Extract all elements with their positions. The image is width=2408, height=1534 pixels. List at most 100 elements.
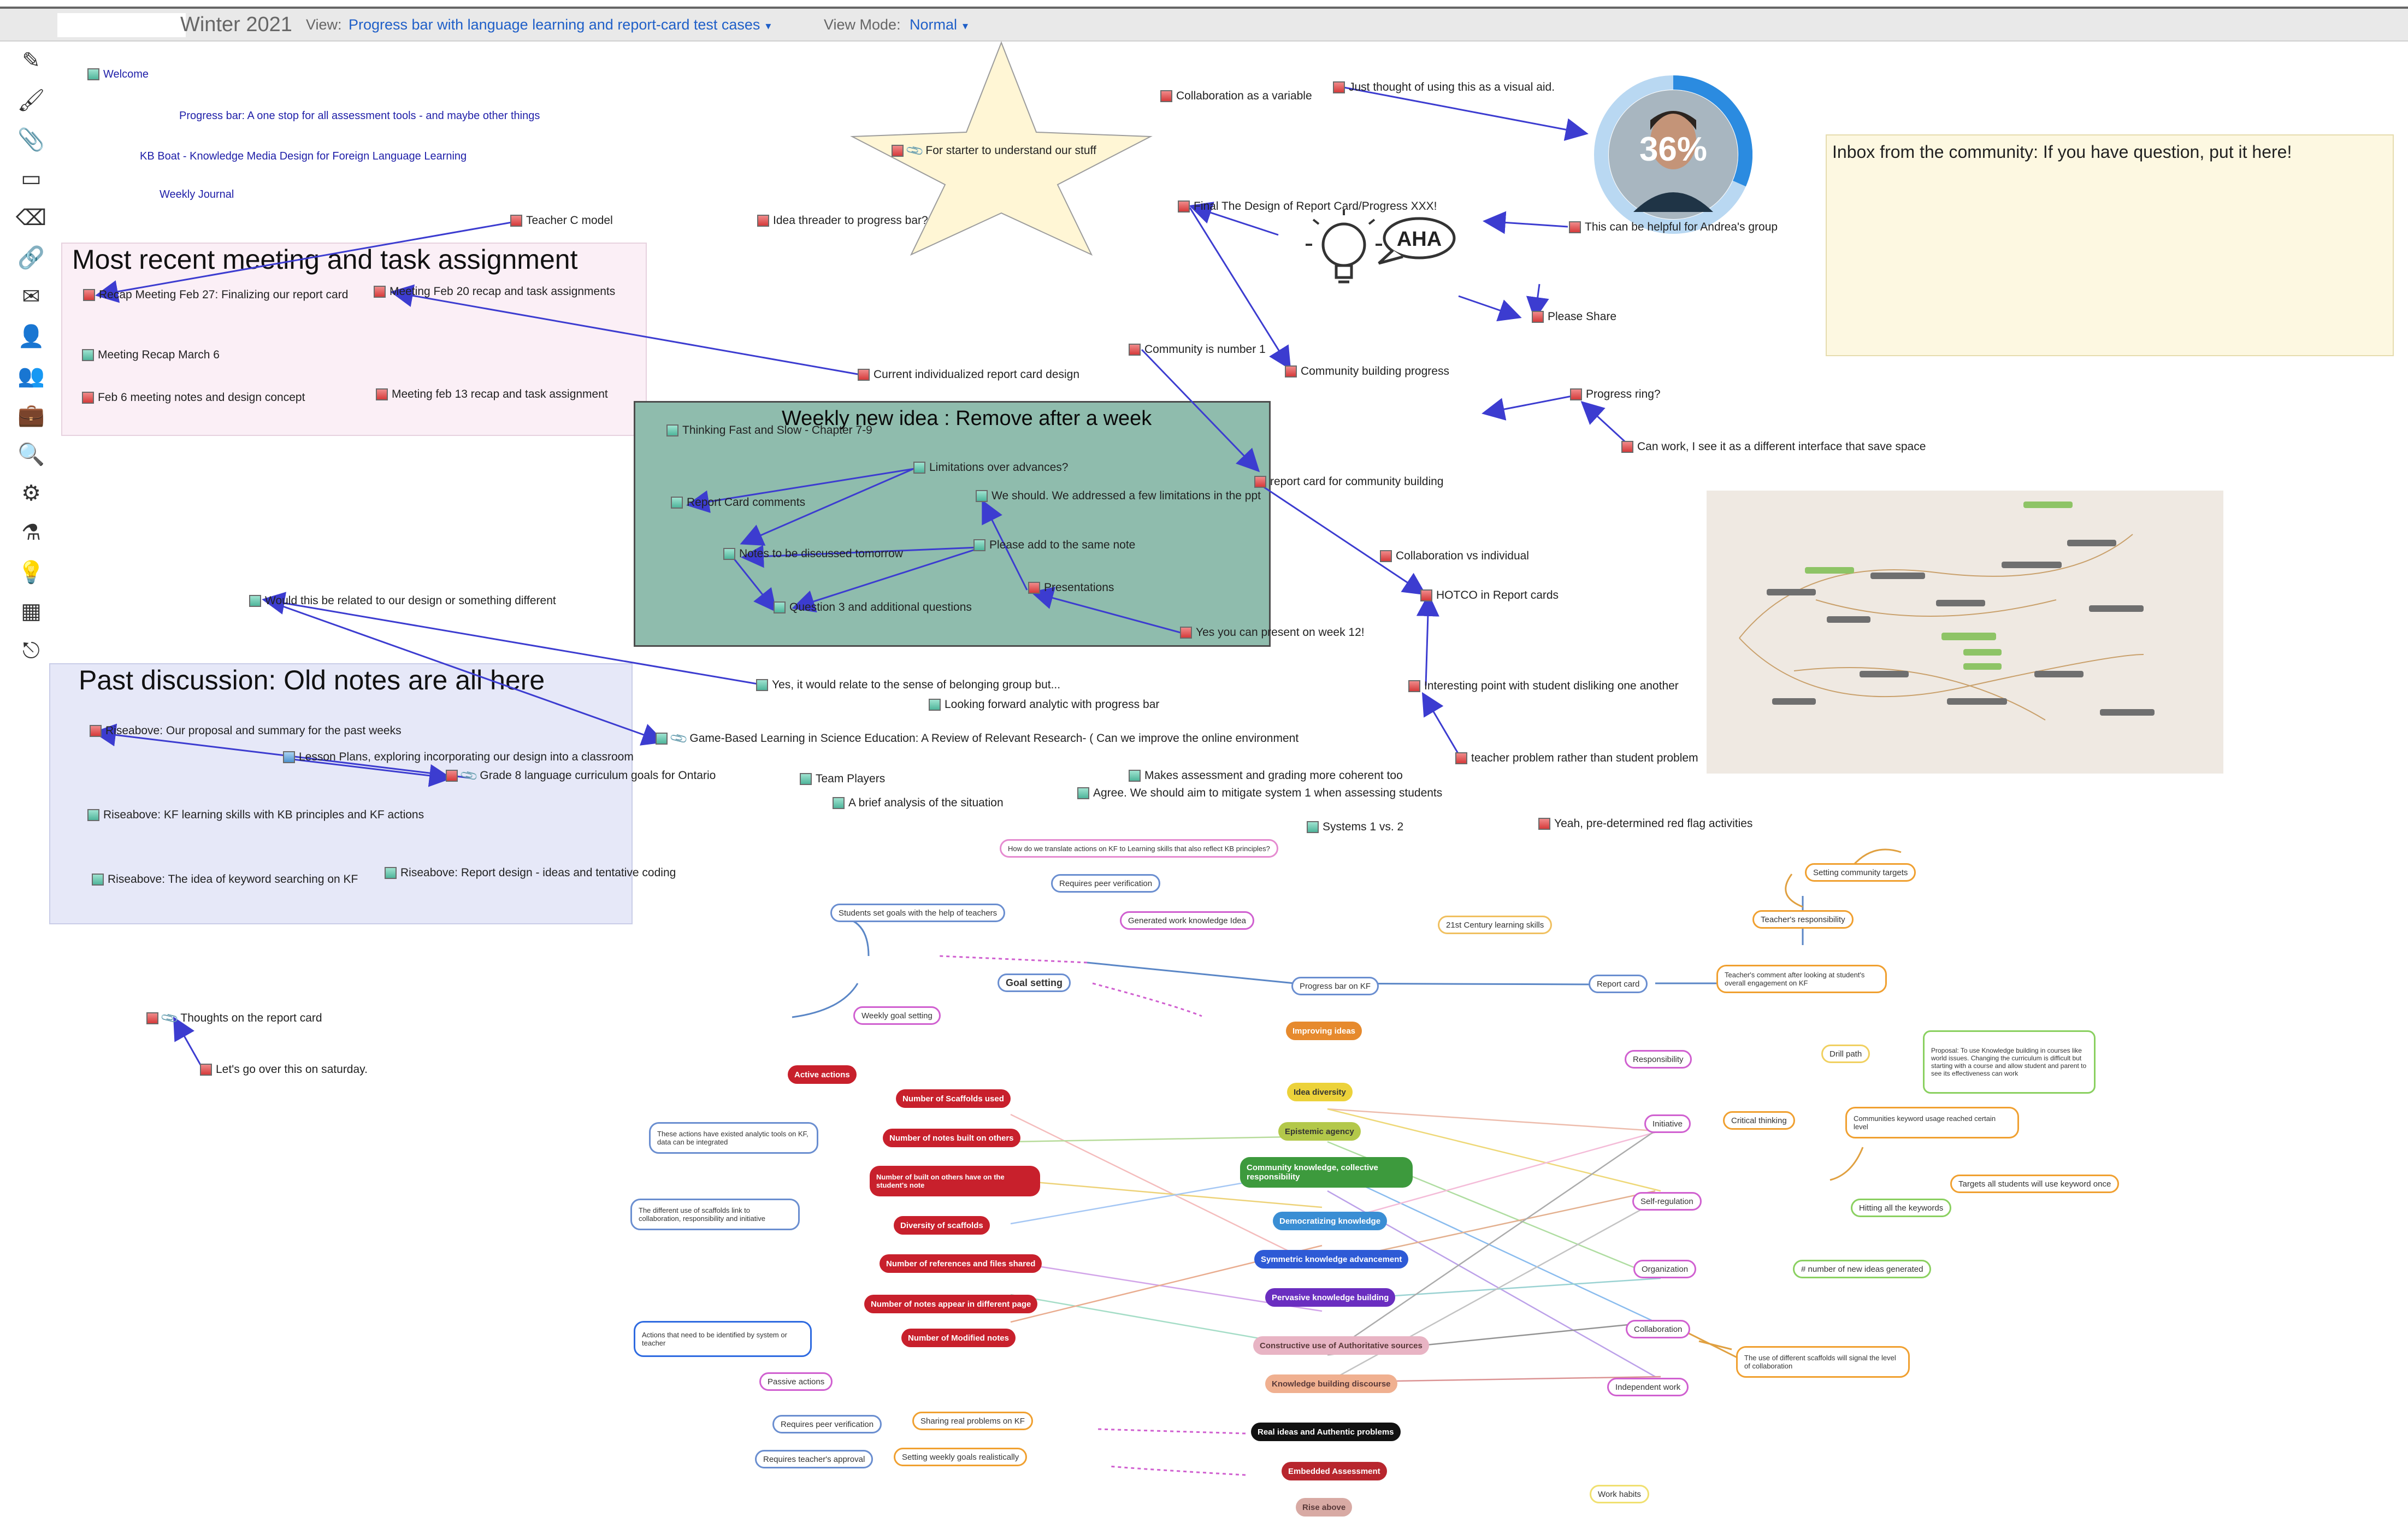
- note-more-coherent[interactable]: Makes assessment and grading more cohere…: [1129, 768, 1403, 783]
- link-icon[interactable]: 🔗: [17, 245, 45, 270]
- note-please-add[interactable]: Please add to the same note: [973, 538, 1135, 553]
- note-to-be-discussed[interactable]: Notes to be discussed tomorrow: [723, 546, 903, 562]
- note-feb6[interactable]: Feb 6 meeting notes and design concept: [82, 390, 305, 405]
- mind-setting-weekly[interactable]: Setting weekly goals realistically: [894, 1448, 1028, 1466]
- mind-targets-all[interactable]: Targets all students will use keyword on…: [1950, 1175, 2120, 1193]
- mind-improving-ideas[interactable]: Improving ideas: [1286, 1022, 1362, 1040]
- mind-active-actions[interactable]: Active actions: [788, 1065, 857, 1084]
- mind-progress-bar[interactable]: Progress bar on KF: [1291, 977, 1379, 995]
- note-riseabove-report[interactable]: Riseabove: Report design - ideas and ten…: [385, 865, 676, 881]
- mind-teacher-resp[interactable]: Teacher's responsibility: [1752, 910, 1854, 929]
- note-brief-analysis[interactable]: A brief analysis of the situation: [833, 795, 1004, 811]
- mind-symmetric[interactable]: Symmetric knowledge advancement: [1254, 1250, 1409, 1268]
- note-feb13[interactable]: Meeting feb 13 recap and task assignment: [376, 387, 608, 402]
- weekly-journal-link[interactable]: Weekly Journal: [160, 187, 234, 202]
- note-question3[interactable]: Question 3 and additional questions: [774, 600, 972, 615]
- mind-different-use[interactable]: The different use of scaffolds link to c…: [630, 1199, 800, 1230]
- note-for-starter[interactable]: 📎For starter to understand our stuff: [892, 140, 1096, 161]
- note-game-based[interactable]: 📎Game-Based Learning in Science Educatio…: [656, 728, 1299, 748]
- note-thoughts-report-card[interactable]: 📎Thoughts on the report card: [146, 1008, 322, 1028]
- mind-real-ideas[interactable]: Real ideas and Authentic problems: [1251, 1423, 1401, 1441]
- gear-icon[interactable]: ⚙: [21, 481, 41, 505]
- window-icon[interactable]: ▭: [21, 167, 42, 191]
- mind-community-knowledge[interactable]: Community knowledge, collective responsi…: [1240, 1157, 1413, 1188]
- note-teacher-problem[interactable]: teacher problem rather than student prob…: [1455, 751, 1698, 766]
- note-we-should[interactable]: We should. We addressed a few limitation…: [976, 488, 1261, 504]
- note-team-players[interactable]: Team Players: [800, 771, 885, 787]
- note-interesting-point[interactable]: Interesting point with student disliking…: [1408, 678, 1679, 694]
- mind-num-notes-built[interactable]: Number of notes built on others: [883, 1129, 1020, 1147]
- mind-independent-work[interactable]: Independent work: [1607, 1378, 1689, 1396]
- note-thinking-fast-slow[interactable]: Thinking Fast and Slow - Chapter 7-9: [666, 423, 872, 438]
- lightbulb-icon[interactable]: 💡: [17, 560, 45, 585]
- mail-icon[interactable]: ✉: [22, 285, 40, 309]
- kb-boat-view-link[interactable]: KB Boat - Knowledge Media Design for For…: [140, 149, 467, 164]
- mind-collaboration[interactable]: Collaboration: [1626, 1320, 1691, 1338]
- recent-meetings-region[interactable]: Most recent meeting and task assignment: [61, 243, 647, 436]
- note-community-building-progress[interactable]: Community building progress: [1285, 364, 1449, 379]
- mind-num-new-ideas[interactable]: # number of new ideas generated: [1793, 1260, 1932, 1278]
- mind-rise-above[interactable]: Rise above: [1296, 1498, 1353, 1517]
- brush-icon[interactable]: 🖌: [17, 88, 45, 113]
- view-mode-dropdown[interactable]: Normal▾: [910, 9, 968, 42]
- mind-actions-identified[interactable]: Actions that need to be identified by sy…: [634, 1321, 812, 1357]
- view-dropdown[interactable]: Progress bar with language learning and …: [349, 9, 771, 42]
- note-saturday[interactable]: Let's go over this on saturday.: [200, 1062, 368, 1077]
- note-grade8-curriculum[interactable]: 📎Grade 8 language curriculum goals for O…: [446, 765, 716, 786]
- logout-icon[interactable]: ⎋: [22, 638, 40, 663]
- briefcase-icon[interactable]: 💼: [17, 403, 45, 427]
- note-limitations[interactable]: Limitations over advances?: [913, 460, 1068, 475]
- mind-epistemic-agency[interactable]: Epistemic agency: [1278, 1122, 1361, 1141]
- mind-idea-diversity[interactable]: Idea diversity: [1287, 1083, 1353, 1101]
- mind-generated-work[interactable]: Generated work knowledge Idea: [1120, 911, 1254, 930]
- mind-drill-path[interactable]: Drill path: [1821, 1045, 1870, 1063]
- mind-organization[interactable]: Organization: [1633, 1260, 1697, 1278]
- mind-pervasive[interactable]: Pervasive knowledge building: [1265, 1288, 1396, 1307]
- mind-21st-century[interactable]: 21st Century learning skills: [1438, 916, 1553, 934]
- past-discussion-region[interactable]: Past discussion: Old notes are all here: [49, 663, 633, 924]
- mind-sharing-problems[interactable]: Sharing real problems on KF: [912, 1412, 1033, 1430]
- mind-report-card[interactable]: Report card: [1589, 975, 1648, 993]
- mind-hitting-keywords[interactable]: Hitting all the keywords: [1851, 1199, 1952, 1217]
- progress-bar-view-link[interactable]: Progress bar: A one stop for all assessm…: [179, 108, 540, 123]
- mind-democratizing[interactable]: Democratizing knowledge: [1273, 1212, 1388, 1230]
- note-systems[interactable]: Systems 1 vs. 2: [1307, 819, 1403, 835]
- note-red-flag[interactable]: Yeah, pre-determined red flag activities: [1538, 816, 1752, 831]
- concept-map-thumbnail[interactable]: [1707, 491, 2223, 774]
- note-agree-mitigate[interactable]: Agree. We should aim to mitigate system …: [1077, 786, 1442, 801]
- note-please-share[interactable]: Please Share: [1532, 309, 1616, 324]
- note-community-number1[interactable]: Community is number 1: [1129, 342, 1266, 357]
- pencil-icon[interactable]: ✎: [22, 49, 40, 73]
- note-collab-vs-individual[interactable]: Collaboration vs individual: [1380, 548, 1529, 564]
- mind-requires-verification[interactable]: Requires peer verification: [1051, 874, 1161, 893]
- inbox-region[interactable]: Inbox from the community: If you have qu…: [1826, 134, 2394, 356]
- mind-teacher-comment[interactable]: Teacher's comment after looking at stude…: [1716, 965, 1887, 993]
- note-yes-relate[interactable]: Yes, it would relate to the sense of bel…: [756, 677, 1060, 693]
- welcome-link[interactable]: Welcome: [87, 67, 149, 82]
- note-hotco[interactable]: HOTCO in Report cards: [1420, 588, 1559, 603]
- note-final-design[interactable]: Final The Design of Report Card/Progress…: [1178, 199, 1437, 214]
- mind-how-translate[interactable]: How do we translate actions on KF to Lea…: [1000, 839, 1278, 858]
- mind-num-built-by-others[interactable]: Number of built on others have on the st…: [870, 1166, 1040, 1196]
- search-icon[interactable]: 🔍: [17, 442, 45, 467]
- mind-passive-actions[interactable]: Passive actions: [759, 1372, 833, 1391]
- mind-constructive[interactable]: Constructive use of Authoritative source…: [1253, 1336, 1429, 1355]
- note-meeting-feb20[interactable]: Meeting Feb 20 recap and task assignment…: [374, 284, 615, 299]
- mind-diversity-scaffolds[interactable]: Diversity of scaffolds: [894, 1216, 990, 1235]
- mind-work-habits[interactable]: Work habits: [1590, 1485, 1649, 1503]
- mind-students-goals[interactable]: Students set goals with the help of teac…: [830, 904, 1006, 922]
- note-rc-community-building[interactable]: report card for community building: [1254, 474, 1443, 489]
- note-collab-variable[interactable]: Collaboration as a variable: [1160, 88, 1312, 104]
- mind-weekly-goal[interactable]: Weekly goal setting: [853, 1006, 941, 1025]
- mind-goal-setting[interactable]: Goal setting: [998, 974, 1071, 992]
- grid-icon[interactable]: ▦: [21, 599, 42, 623]
- mind-these-actions[interactable]: These actions have existed analytic tool…: [649, 1122, 818, 1154]
- note-current-report-card[interactable]: Current individualized report card desig…: [858, 367, 1079, 382]
- mind-self-regulation[interactable]: Self-regulation: [1632, 1192, 1702, 1211]
- mind-setting-targets[interactable]: Setting community targets: [1805, 863, 1916, 882]
- note-visual-aid[interactable]: Just thought of using this as a visual a…: [1333, 80, 1555, 95]
- mind-num-references[interactable]: Number of references and files shared: [880, 1254, 1042, 1273]
- note-present-week12[interactable]: Yes you can present on week 12!: [1180, 625, 1365, 640]
- note-progress-ring[interactable]: Progress ring?: [1570, 387, 1661, 402]
- mind-initiative[interactable]: Initiative: [1644, 1114, 1691, 1133]
